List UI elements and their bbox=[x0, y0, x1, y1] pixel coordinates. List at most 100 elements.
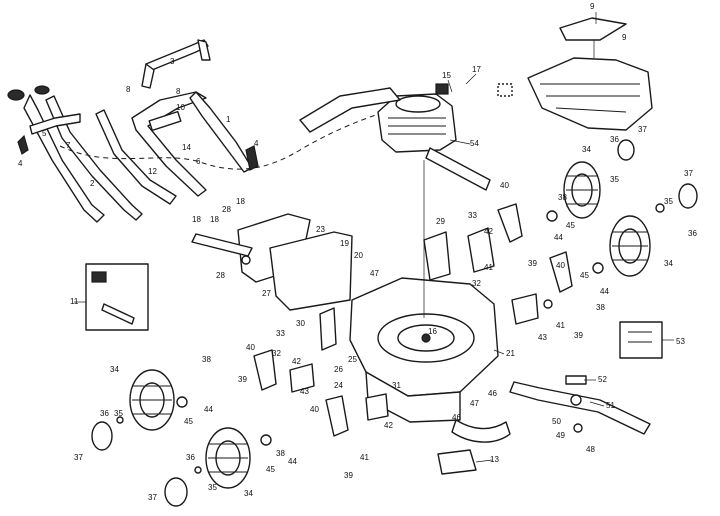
hub-caps bbox=[91, 139, 698, 507]
callout-50: 50 bbox=[552, 417, 561, 426]
callout-40b: 40 bbox=[556, 261, 565, 270]
wheel-rear-right-upper bbox=[563, 161, 601, 219]
part-callouts: 1 2 3 4 5 6 7 8 9 10 11 12 13 14 15 16 1… bbox=[18, 2, 685, 464]
callout-16: 16 bbox=[428, 327, 437, 336]
callout-8b: 8 bbox=[176, 87, 181, 96]
callout-7: 7 bbox=[66, 141, 71, 150]
callout-30: 30 bbox=[296, 319, 305, 328]
callout-13: 13 bbox=[490, 455, 499, 464]
height-adjust-levers bbox=[253, 203, 573, 437]
callout-32b: 32 bbox=[272, 349, 281, 358]
callout-9b: 9 bbox=[622, 33, 627, 42]
callout-42: 42 bbox=[484, 227, 493, 236]
callout-37c: 37 bbox=[74, 453, 83, 462]
callout-14: 14 bbox=[182, 143, 191, 152]
callout-11: 11 bbox=[70, 297, 79, 306]
callout-3: 3 bbox=[170, 57, 175, 66]
callout-18b: 18 bbox=[210, 215, 219, 224]
callout-38d: 38 bbox=[276, 449, 285, 458]
callout-19: 19 bbox=[340, 239, 349, 248]
washers-bolts bbox=[116, 203, 665, 474]
wheel-brackets bbox=[289, 227, 539, 421]
callout-40c: 40 bbox=[246, 343, 255, 352]
callout-47b: 47 bbox=[470, 399, 479, 408]
throttle-cable bbox=[59, 109, 391, 170]
lower-handle bbox=[23, 94, 143, 223]
callout-34: 34 bbox=[582, 145, 591, 154]
callout-52: 52 bbox=[598, 375, 607, 384]
callout-46: 46 bbox=[488, 389, 497, 398]
callout-39: 39 bbox=[528, 259, 537, 268]
callout-34b: 34 bbox=[664, 259, 673, 268]
callout-48: 48 bbox=[586, 445, 595, 454]
height-bracket bbox=[191, 213, 353, 311]
callout-41c: 41 bbox=[360, 453, 369, 462]
callout-29: 29 bbox=[436, 217, 445, 226]
callout-35: 35 bbox=[610, 175, 619, 184]
callout-40: 40 bbox=[500, 181, 509, 190]
callout-12: 12 bbox=[148, 167, 157, 176]
callout-32: 32 bbox=[472, 279, 481, 288]
callout-36d: 36 bbox=[186, 453, 195, 462]
callout-45: 45 bbox=[566, 221, 575, 230]
callout-40d: 40 bbox=[310, 405, 319, 414]
control-bail bbox=[141, 39, 211, 89]
callout-4: 4 bbox=[18, 159, 23, 168]
inset-detail-53 bbox=[619, 321, 663, 359]
callout-37: 37 bbox=[638, 125, 647, 134]
callout-33: 33 bbox=[468, 211, 477, 220]
callout-39b: 39 bbox=[574, 331, 583, 340]
callout-38: 38 bbox=[558, 193, 567, 202]
callout-38b: 38 bbox=[596, 303, 605, 312]
callout-35d: 35 bbox=[208, 483, 217, 492]
callout-1: 1 bbox=[226, 115, 231, 124]
callout-43b: 43 bbox=[300, 387, 309, 396]
upper-handle bbox=[95, 91, 253, 205]
callout-5: 5 bbox=[42, 129, 47, 138]
callout-47: 47 bbox=[370, 269, 379, 278]
callout-21: 21 bbox=[506, 349, 515, 358]
grass-bag bbox=[527, 17, 653, 131]
callout-41b: 41 bbox=[556, 321, 565, 330]
callout-leaders bbox=[74, 12, 674, 463]
callout-43: 43 bbox=[538, 333, 547, 342]
callout-45c: 45 bbox=[184, 417, 193, 426]
callout-39c: 39 bbox=[238, 375, 247, 384]
callout-36c: 36 bbox=[100, 409, 109, 418]
engine-spacer bbox=[497, 83, 513, 97]
callout-44: 44 bbox=[554, 233, 563, 242]
handle-knob-right bbox=[245, 145, 259, 171]
callout-15: 15 bbox=[442, 71, 451, 80]
callout-26: 26 bbox=[334, 365, 343, 374]
callout-27: 27 bbox=[262, 289, 271, 298]
callout-28b: 28 bbox=[222, 205, 231, 214]
callout-35c: 35 bbox=[114, 409, 123, 418]
callout-39d: 39 bbox=[344, 471, 353, 480]
callout-4b: 4 bbox=[254, 139, 259, 148]
callout-36: 36 bbox=[610, 135, 619, 144]
callout-41: 41 bbox=[484, 263, 493, 272]
callout-35b: 35 bbox=[664, 197, 673, 206]
callout-42b: 42 bbox=[384, 421, 393, 430]
callout-45d: 45 bbox=[266, 465, 275, 474]
callout-18c: 18 bbox=[236, 197, 245, 206]
callout-54: 54 bbox=[470, 139, 479, 148]
callout-53: 53 bbox=[676, 337, 685, 346]
mower-deck bbox=[349, 277, 499, 423]
callout-42c: 42 bbox=[292, 357, 301, 366]
callout-31: 31 bbox=[392, 381, 401, 390]
callout-23: 23 bbox=[316, 225, 325, 234]
callout-49: 49 bbox=[556, 431, 565, 440]
handle-knob-left bbox=[7, 85, 50, 155]
callout-18: 18 bbox=[192, 215, 201, 224]
callout-25: 25 bbox=[348, 355, 357, 364]
callout-9: 9 bbox=[590, 2, 595, 11]
callout-2: 2 bbox=[90, 179, 95, 188]
wheel-rear-right-lower bbox=[609, 215, 651, 277]
callout-37d: 37 bbox=[148, 493, 157, 502]
engine bbox=[377, 83, 491, 191]
callout-38c: 38 bbox=[202, 355, 211, 364]
callout-46b: 46 bbox=[452, 413, 461, 422]
wheel-front-left-lower bbox=[205, 427, 251, 489]
